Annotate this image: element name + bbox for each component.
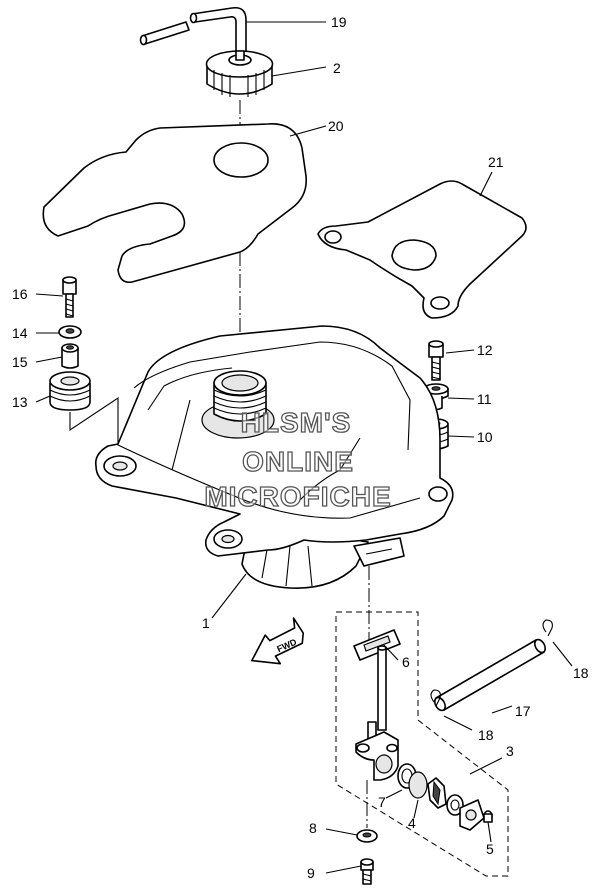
callout-8: 8	[309, 820, 317, 836]
callout-2: 2	[333, 60, 341, 76]
lever-assembly	[427, 777, 485, 831]
damper-13	[49, 371, 91, 411]
gasket-21	[317, 180, 527, 319]
watermark-line-1: HLSM'S	[241, 407, 352, 438]
callout-7: 7	[378, 794, 386, 810]
watermark-line-3: MICROFICHE	[204, 481, 391, 512]
callout-5: 5	[486, 841, 494, 857]
fuel-cock-strainer	[367, 645, 387, 745]
callout-3: 3	[506, 743, 514, 759]
callout-6: 6	[402, 654, 410, 670]
callout-9: 9	[307, 865, 315, 881]
collar-15	[61, 343, 79, 369]
callout-20: 20	[328, 118, 344, 134]
watermark: HLSM'S ONLINE MICROFICHE	[204, 406, 392, 512]
callout-labels: 19 2 20 21 16 14 15 13 12 11 10 1 6 18 1…	[12, 14, 589, 881]
clip-18-lower	[430, 689, 441, 707]
callout-17: 17	[515, 703, 531, 719]
assembly-3-boundary	[335, 611, 509, 877]
watermark-line-2: ONLINE	[242, 446, 354, 477]
callout-12: 12	[477, 342, 493, 358]
fuel-cap-2	[205, 50, 274, 97]
gasket-20	[42, 123, 308, 284]
callout-14: 14	[12, 325, 28, 341]
screw-5	[483, 810, 493, 823]
leader-lines	[35, 21, 573, 874]
breather-hose-19	[139, 6, 247, 57]
clip-18-upper	[542, 619, 553, 637]
fuel-hose-17	[433, 638, 547, 712]
callout-15: 15	[12, 354, 28, 370]
callout-1: 1	[202, 615, 210, 631]
washer-14	[58, 325, 82, 339]
washer-8	[356, 829, 378, 843]
fuel-tank-1	[94, 325, 454, 589]
fuel-cock-body	[355, 731, 399, 781]
gasket-6	[353, 629, 401, 661]
bolt-16	[62, 276, 77, 318]
bolt-12	[428, 340, 444, 381]
callout-10: 10	[477, 429, 493, 445]
screw-9	[360, 858, 374, 885]
callout-11: 11	[477, 391, 492, 407]
callout-4: 4	[408, 815, 416, 831]
callout-16: 16	[12, 286, 28, 302]
fwd-arrow: FWD	[251, 617, 305, 665]
callout-13: 13	[12, 394, 28, 410]
callout-18-lower: 18	[478, 727, 494, 743]
callout-21: 21	[488, 154, 504, 170]
callout-18-upper: 18	[573, 665, 589, 681]
seal-4	[408, 771, 428, 799]
callout-19: 19	[331, 14, 347, 30]
